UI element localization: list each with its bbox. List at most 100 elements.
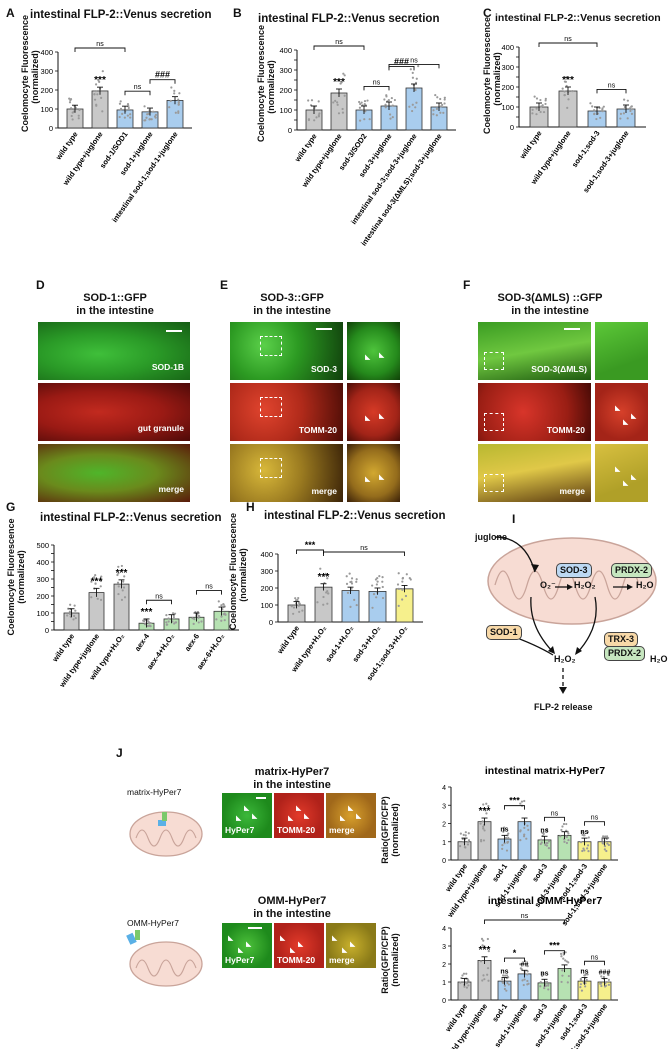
J2-data-point xyxy=(504,974,507,977)
J1-data-point xyxy=(582,834,585,837)
J1-data-point xyxy=(586,847,589,850)
B-data-point xyxy=(384,103,387,106)
J2-data-point xyxy=(463,985,466,988)
G-data-point xyxy=(66,614,69,617)
J2-data-point xyxy=(480,937,484,940)
J1-data-point xyxy=(603,845,607,848)
B-data-point xyxy=(339,82,342,85)
J1-data-point xyxy=(566,830,569,833)
J1-significance: ns xyxy=(580,829,588,836)
H-data-point xyxy=(301,609,304,612)
panel-d-letter: D xyxy=(36,278,45,292)
J2-data-point xyxy=(561,969,564,972)
h2o2-mito-label: H₂O₂ xyxy=(574,580,596,590)
J1-data-point xyxy=(605,849,608,853)
B-data-point xyxy=(307,118,311,122)
C-ytick-label: 0 xyxy=(510,123,514,132)
H-data-point xyxy=(374,578,378,581)
A-data-point xyxy=(154,113,158,117)
J2-data-point xyxy=(519,963,522,966)
J1-data-point xyxy=(607,843,610,847)
A-data-point xyxy=(145,116,148,119)
A-ytick-label: 300 xyxy=(40,67,53,76)
G-data-point xyxy=(171,612,175,615)
A-data-point xyxy=(118,115,121,119)
C-data-point xyxy=(571,89,574,93)
B-data-point xyxy=(310,99,314,102)
B-data-point xyxy=(411,71,414,74)
B-data-point xyxy=(415,77,418,80)
J2-data-point xyxy=(486,967,490,970)
G-data-point xyxy=(217,600,220,603)
H-data-point xyxy=(322,603,325,606)
G-data-point xyxy=(96,597,99,600)
J1-data-point xyxy=(607,836,610,840)
C-data-point xyxy=(566,106,569,109)
A-data-point xyxy=(95,103,98,106)
prdx2-cyto-box: PRDX-2 xyxy=(604,646,646,661)
J2-data-point xyxy=(467,984,470,987)
J2-data-point xyxy=(607,983,610,986)
J1-data-point xyxy=(583,849,586,852)
J2-data-point xyxy=(560,980,563,984)
G-data-point xyxy=(67,607,70,610)
B-data-point xyxy=(343,74,346,77)
tomm20-e-image: TOMM-20 xyxy=(230,383,343,441)
A-data-point xyxy=(177,111,180,114)
G-bar xyxy=(113,583,130,631)
H-ytick-label: 200 xyxy=(260,584,273,593)
merge-f-zoom-image: ◣◣◣ xyxy=(595,444,648,502)
J1-data-point xyxy=(482,825,485,828)
C-data-point xyxy=(539,110,542,114)
J1-data-point xyxy=(464,834,467,837)
J1-ytick-label: 3 xyxy=(442,803,446,810)
sod3-zoom-image: ◣◣ xyxy=(347,322,400,380)
H-ytick-label: 300 xyxy=(260,567,273,576)
J1-data-point xyxy=(519,802,522,805)
C-data-point xyxy=(535,107,538,110)
B-data-point xyxy=(435,114,438,117)
C-data-point xyxy=(542,110,546,114)
G-category-label: wild type xyxy=(50,632,76,664)
J1-data-point xyxy=(542,832,545,835)
G-ytick-label: 500 xyxy=(36,541,49,550)
C-data-point xyxy=(593,113,596,116)
C-data-point xyxy=(630,105,633,108)
C-data-point xyxy=(544,102,547,106)
J1-data-point xyxy=(560,828,563,832)
G-data-point xyxy=(74,609,77,612)
C-ytick-label: 300 xyxy=(501,63,514,72)
J1-significance: ns xyxy=(500,826,508,833)
B-data-point xyxy=(393,98,397,102)
G-data-point xyxy=(197,616,200,619)
J2-data-point xyxy=(547,988,550,991)
G-data-point xyxy=(144,623,147,626)
B-data-point xyxy=(392,104,395,107)
C-bracket-label: ns xyxy=(608,82,616,89)
J2-data-point xyxy=(541,974,544,977)
h2o-cyto-label: H₂O xyxy=(650,654,668,664)
sod1-gfp-image: SOD-1B xyxy=(38,322,190,380)
C-bracket xyxy=(596,88,627,94)
A-data-point xyxy=(94,83,98,86)
J1-significance: *** xyxy=(479,806,491,817)
H-data-point xyxy=(326,590,329,593)
J1-data-point xyxy=(565,841,569,845)
G-data-point xyxy=(117,572,120,575)
J2-data-point xyxy=(564,959,567,962)
A-data-point xyxy=(170,86,173,89)
C-data-point xyxy=(535,113,538,116)
A-data-point xyxy=(126,102,130,106)
H-data-point xyxy=(401,577,404,580)
B-bracket-label: ### xyxy=(394,56,409,66)
A-ytick-label: 0 xyxy=(49,124,53,133)
H-data-point xyxy=(290,605,293,608)
panel-b-ylabel: Coelomocyte Fluorescence(normalized) xyxy=(256,24,276,142)
G-significance: *** xyxy=(141,607,153,618)
J2-data-point xyxy=(523,978,526,981)
J1-data-point xyxy=(502,828,506,832)
A-data-point xyxy=(148,118,151,121)
J2-data-point xyxy=(600,984,603,988)
J1-significance: ns xyxy=(540,827,548,834)
